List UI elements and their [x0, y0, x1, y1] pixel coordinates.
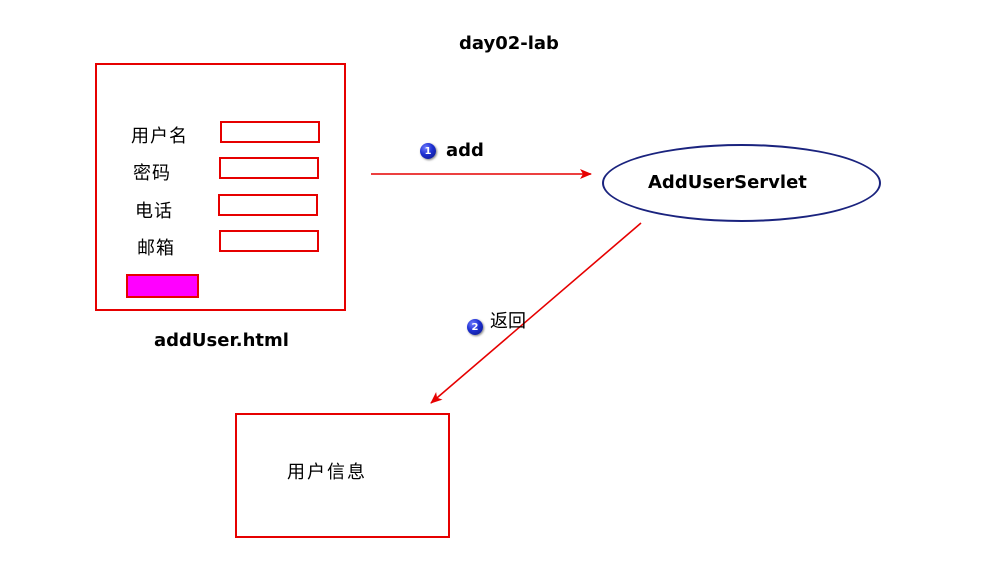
form-page-box	[95, 63, 346, 311]
email-field	[219, 230, 319, 252]
password-label: 密码	[133, 163, 171, 184]
servlet-ellipse	[602, 144, 881, 222]
submit-button	[126, 274, 199, 298]
return-edge-label: 返回	[490, 311, 526, 332]
diagram-title: day02-lab	[459, 33, 559, 54]
add-edge-label: add	[446, 140, 484, 161]
phone-label: 电话	[135, 201, 173, 222]
email-label: 邮箱	[137, 238, 175, 259]
servlet-label: AddUserServlet	[648, 172, 807, 193]
username-label: 用户名	[131, 126, 188, 147]
step-2-badge: 2	[467, 319, 483, 335]
form-page-caption: addUser.html	[154, 330, 289, 351]
password-field	[219, 157, 319, 179]
username-field	[220, 121, 320, 143]
step-1-badge: 1	[420, 143, 436, 159]
phone-field	[218, 194, 318, 216]
return-response-arrow	[430, 222, 642, 404]
result-page-box	[235, 413, 450, 538]
result-page-label: 用户信息	[287, 462, 367, 483]
